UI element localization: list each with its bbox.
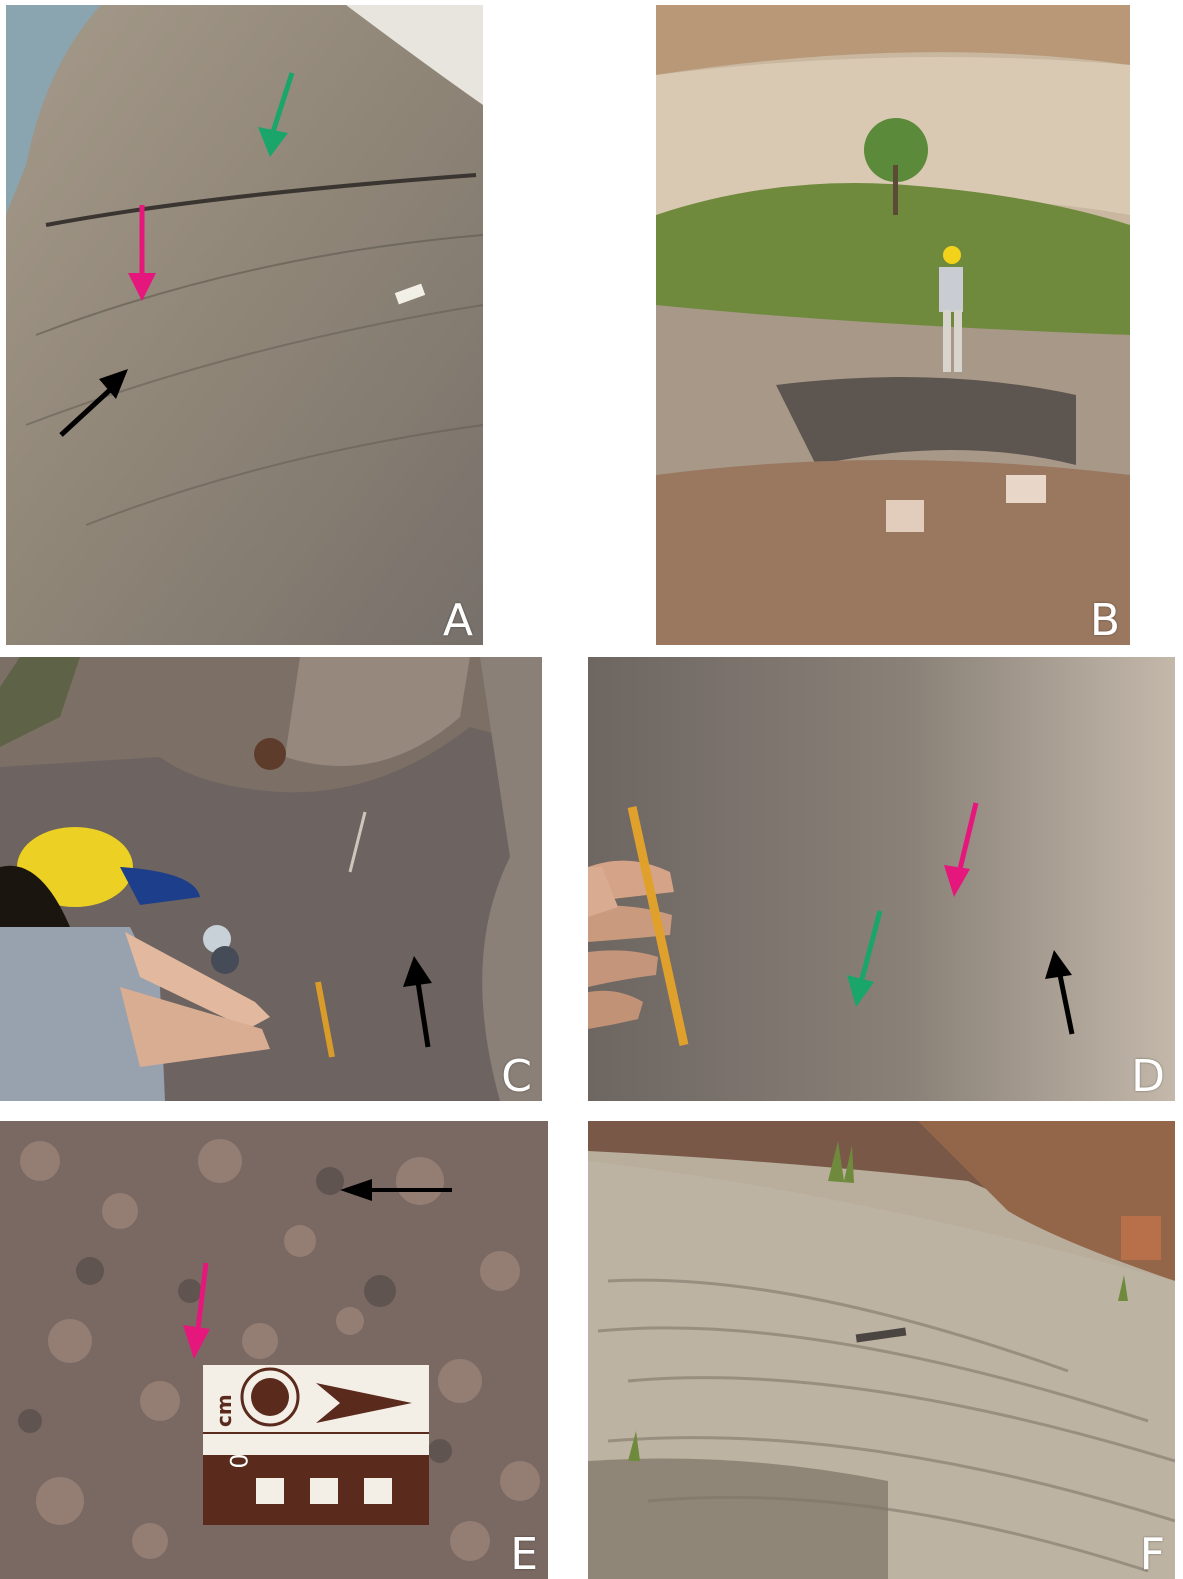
- arrow-magenta: [183, 1262, 210, 1359]
- panel-b-photo: [656, 5, 1130, 645]
- arrow-magenta: [128, 205, 156, 301]
- person-figure: [939, 246, 963, 372]
- panel-b: B: [656, 5, 1130, 645]
- panel-label-b: B: [1089, 595, 1120, 645]
- arrow-green: [847, 910, 883, 1007]
- panel-f: F: [588, 1121, 1175, 1579]
- panel-c: C: [0, 657, 542, 1101]
- hand-figure: [588, 860, 674, 1029]
- scale-card: [203, 1365, 429, 1525]
- panel-c-photo: [0, 657, 542, 1101]
- panel-d: D: [588, 657, 1175, 1101]
- panel-e-photo: [0, 1121, 548, 1579]
- arrow-magenta: [944, 802, 979, 897]
- panel-a: A: [6, 5, 483, 645]
- arrow-black: [340, 1179, 452, 1201]
- arrow-black: [403, 956, 432, 1048]
- panel-label-a: A: [442, 595, 473, 645]
- panel-label-e: E: [510, 1529, 538, 1579]
- panel-e: cm 0 5 E: [0, 1121, 548, 1579]
- arrow-green: [258, 72, 295, 157]
- arrow-black: [59, 369, 128, 437]
- panel-f-photo: [588, 1121, 1175, 1579]
- scale-min-label: 0: [225, 1453, 254, 1469]
- scale-unit-label: cm: [212, 1394, 236, 1427]
- arrow-black: [1045, 950, 1075, 1035]
- panel-a-photo: [6, 5, 483, 645]
- panel-d-photo: [588, 657, 1175, 1101]
- panel-label-d: D: [1131, 1051, 1165, 1101]
- person-figure: [0, 827, 270, 1101]
- panel-label-c: C: [501, 1051, 532, 1101]
- panel-label-f: F: [1139, 1529, 1165, 1579]
- scale-max-label: 5: [387, 1463, 416, 1479]
